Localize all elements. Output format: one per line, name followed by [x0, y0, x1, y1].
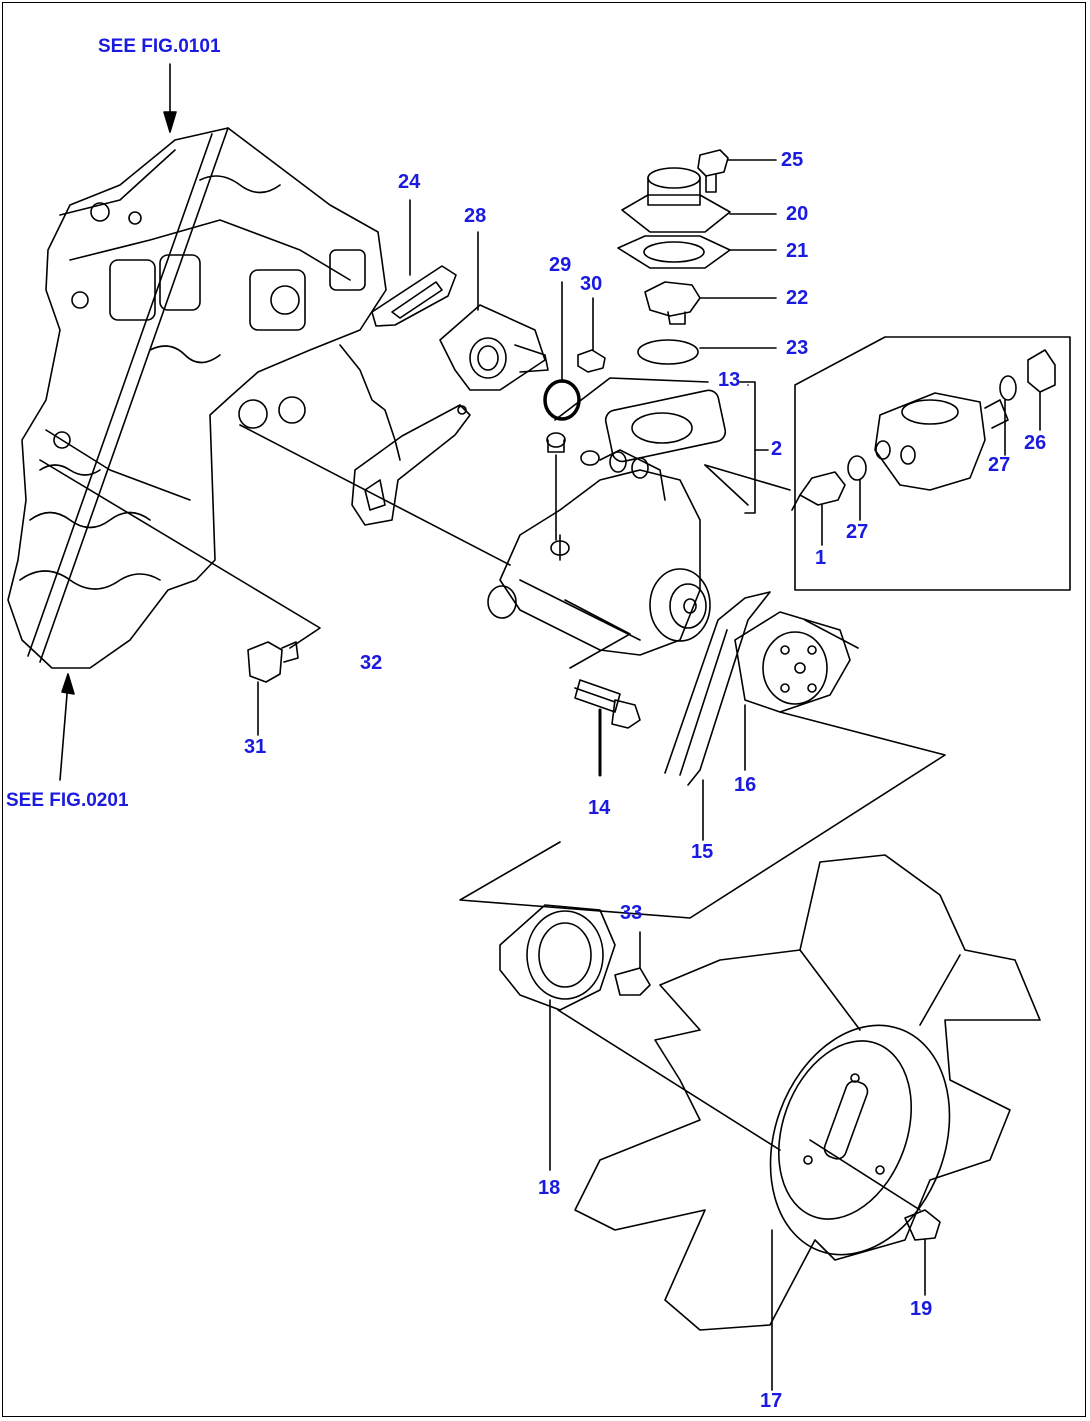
callout-15: 15: [691, 841, 714, 863]
callout-26: 26: [1024, 432, 1047, 454]
callout-17: 17: [760, 1390, 783, 1412]
inset-box: [791, 336, 1071, 591]
callout-32: 32: [360, 652, 383, 674]
reference-arrows: [59, 63, 177, 781]
fan-coupling-18: [499, 904, 781, 1171]
gasket-24: [371, 199, 457, 327]
reference-bottom[interactable]: SEE FIG.0201: [6, 790, 129, 811]
callout-29: 29: [549, 254, 572, 276]
reference-top[interactable]: SEE FIG.0101: [98, 36, 221, 57]
water-pump: [487, 377, 727, 656]
callout-31: 31: [244, 736, 267, 758]
v-belt-15: [664, 591, 771, 841]
bolt-30: [577, 297, 606, 373]
pulley-16: [459, 611, 946, 919]
drain-plug-31: [39, 459, 321, 736]
bracket-2: [704, 381, 791, 514]
callout-18: 18: [538, 1177, 561, 1199]
engine-block: [7, 127, 401, 669]
callout-2: 2: [771, 438, 783, 460]
callout-20: 20: [786, 203, 809, 225]
callout-27b: 27: [846, 521, 869, 543]
callout-16: 16: [734, 774, 757, 796]
callout-27a: 27: [988, 454, 1011, 476]
callout-21: 21: [786, 240, 809, 262]
thermostat-stack: [617, 149, 777, 365]
callout-19: 19: [910, 1298, 933, 1320]
callout-25: 25: [781, 149, 804, 171]
callout-33: 33: [620, 902, 643, 924]
callout-24: 24: [398, 171, 421, 193]
callout-23: 23: [786, 337, 809, 359]
o-ring-29: [543, 281, 581, 421]
callout-28: 28: [464, 205, 487, 227]
callout-30: 30: [580, 273, 603, 295]
callout-1: 1: [815, 547, 827, 569]
callout-14: 14: [588, 797, 611, 819]
fan-17: [574, 854, 1041, 1391]
callout-13: 13: [718, 369, 741, 391]
gasket-32: [239, 404, 511, 566]
thermostat-case-28: [439, 231, 549, 391]
bolt-14: [564, 599, 641, 777]
callout-22: 22: [786, 287, 809, 309]
